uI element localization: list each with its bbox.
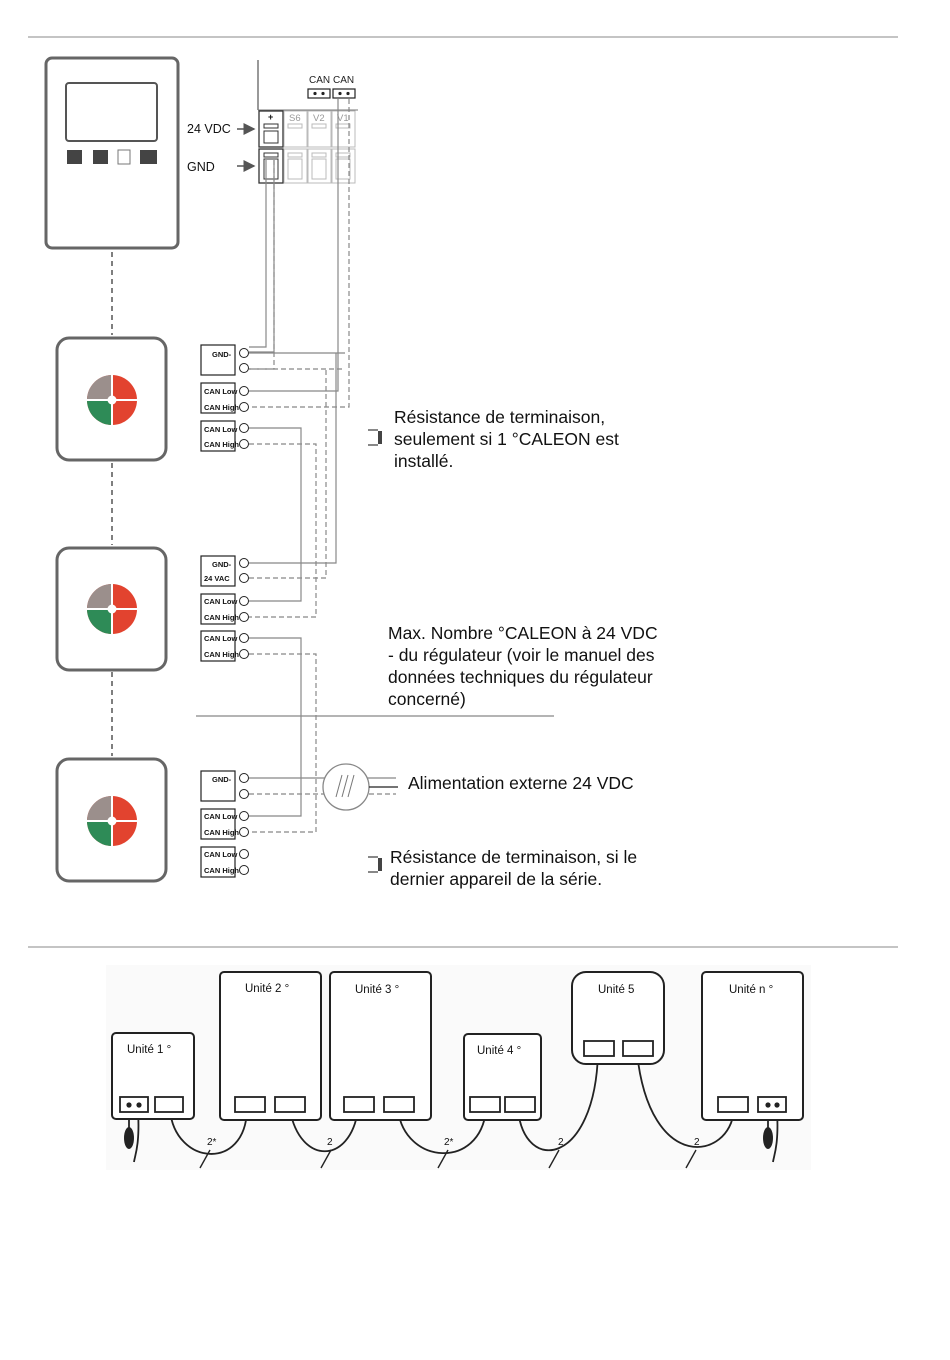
gnd-terminal-2: GND- [212, 560, 232, 569]
terminal-v1: V1 [337, 113, 349, 124]
caleon-unit-1 [55, 336, 168, 462]
can-high-terminal-1b: CAN High [204, 440, 239, 449]
can-port-2 [332, 88, 356, 99]
termination-note-line-1: Résistance de terminaison, [394, 407, 605, 427]
terminal-group-3: GND- [200, 770, 249, 802]
termination-note-line-2: seulement si 1 °CALEON est [394, 429, 619, 449]
unit-1: Unité 1 ° [111, 1032, 195, 1120]
unit-1-label: Unité 1 ° [127, 1044, 171, 1056]
power-supply-icon [322, 763, 398, 811]
can-port-1 [307, 88, 331, 99]
controller-display [65, 82, 158, 142]
termination-resistor-icon-1 [368, 429, 382, 446]
external-power-label: Alimentation externe 24 VDC [408, 773, 634, 793]
gnd-label: GND [187, 160, 215, 174]
unit-n: Unité n ° [701, 971, 804, 1121]
cable-label-2: 2 [327, 1137, 333, 1148]
cable-label-5: 2 [694, 1137, 700, 1148]
unit-2-label: Unité 2 ° [245, 983, 289, 995]
can-label-1: CAN [309, 75, 330, 86]
can-label-2: CAN [333, 75, 354, 86]
max-caleon-line-3: données techniques du régulateur [388, 667, 653, 687]
can-group-1a: CAN Low CAN High [200, 382, 249, 414]
can-low-terminal-2b: CAN Low [204, 634, 237, 643]
unit-n-label: Unité n ° [729, 984, 773, 996]
terminal-group-2: GND- 24 VAC [200, 555, 249, 587]
unit-5: Unité 5 [571, 971, 665, 1065]
supply-label: 24 VDC [187, 122, 231, 136]
can-high-terminal-3a: CAN High [204, 828, 239, 837]
can-group-3b: CAN Low CAN High [200, 846, 249, 878]
max-caleon-line-4: concerné) [388, 689, 466, 709]
terminal-group-1: GND- [200, 344, 249, 376]
unit-3: Unité 3 ° [329, 971, 432, 1121]
unit-5-label: Unité 5 [598, 984, 634, 996]
gnd-terminal-1: GND- [212, 350, 232, 359]
unit-3-label: Unité 3 ° [355, 984, 399, 996]
controller-button-4 [140, 150, 157, 164]
can-low-terminal-1a: CAN Low [204, 387, 237, 396]
max-caleon-line-1: Max. Nombre °CALEON à 24 VDC [388, 623, 658, 643]
gnd-terminal-3: GND- [212, 775, 232, 784]
caleon-unit-2 [55, 546, 168, 672]
controller-device [44, 56, 180, 250]
terminal-v2: V2 [313, 113, 325, 124]
cable-label-1: 2* [207, 1137, 217, 1148]
can-group-3a: CAN Low CAN High [200, 808, 249, 840]
termination-plug-icon-1 [124, 1127, 134, 1149]
terminal-block: CAN CAN + S6 V2 V1 [257, 60, 358, 184]
max-caleon-line-2: - du régulateur (voir le manuel des [388, 645, 655, 665]
can-high-terminal-2b: CAN High [204, 650, 239, 659]
caleon-unit-3 [55, 757, 168, 883]
terminal-plus: + [268, 112, 273, 122]
wires-solid [249, 99, 396, 817]
wires-dashed [249, 99, 396, 833]
can-high-terminal-1a: CAN High [204, 403, 239, 412]
can-group-2a: CAN Low CAN High [200, 593, 249, 625]
unit-4: Unité 4 ° [463, 1033, 542, 1121]
vac-terminal-2: 24 VAC [204, 574, 230, 583]
termination-plug-icon-2 [763, 1127, 773, 1149]
can-group-2b: CAN Low CAN High [200, 630, 249, 662]
can-low-terminal-1b: CAN Low [204, 425, 237, 434]
cable-label-3: 2* [444, 1137, 454, 1148]
terminal-s6: S6 [289, 113, 301, 124]
controller-button-2 [93, 150, 108, 164]
can-low-terminal-2a: CAN Low [204, 597, 237, 606]
unit-4-label: Unité 4 ° [477, 1045, 521, 1057]
unit-2: Unité 2 ° [219, 971, 322, 1121]
can-low-terminal-3a: CAN Low [204, 812, 237, 821]
can-low-terminal-3b: CAN Low [204, 850, 237, 859]
bus-cables [128, 1052, 779, 1163]
can-high-terminal-2a: CAN High [204, 613, 239, 622]
controller-button-3 [117, 149, 131, 165]
termination-resistor-icon-2 [368, 856, 382, 873]
controller-button-1 [67, 150, 82, 164]
cable-label-4: 2 [558, 1137, 564, 1148]
cable-markers [199, 1149, 697, 1169]
termination-last-line-2: dernier appareil de la série. [390, 869, 602, 889]
can-group-1b: CAN Low CAN High [200, 420, 249, 452]
termination-last-line-1: Résistance de terminaison, si le [390, 847, 637, 867]
termination-note-line-3: installé. [394, 451, 453, 471]
can-high-terminal-3b: CAN High [204, 866, 239, 875]
